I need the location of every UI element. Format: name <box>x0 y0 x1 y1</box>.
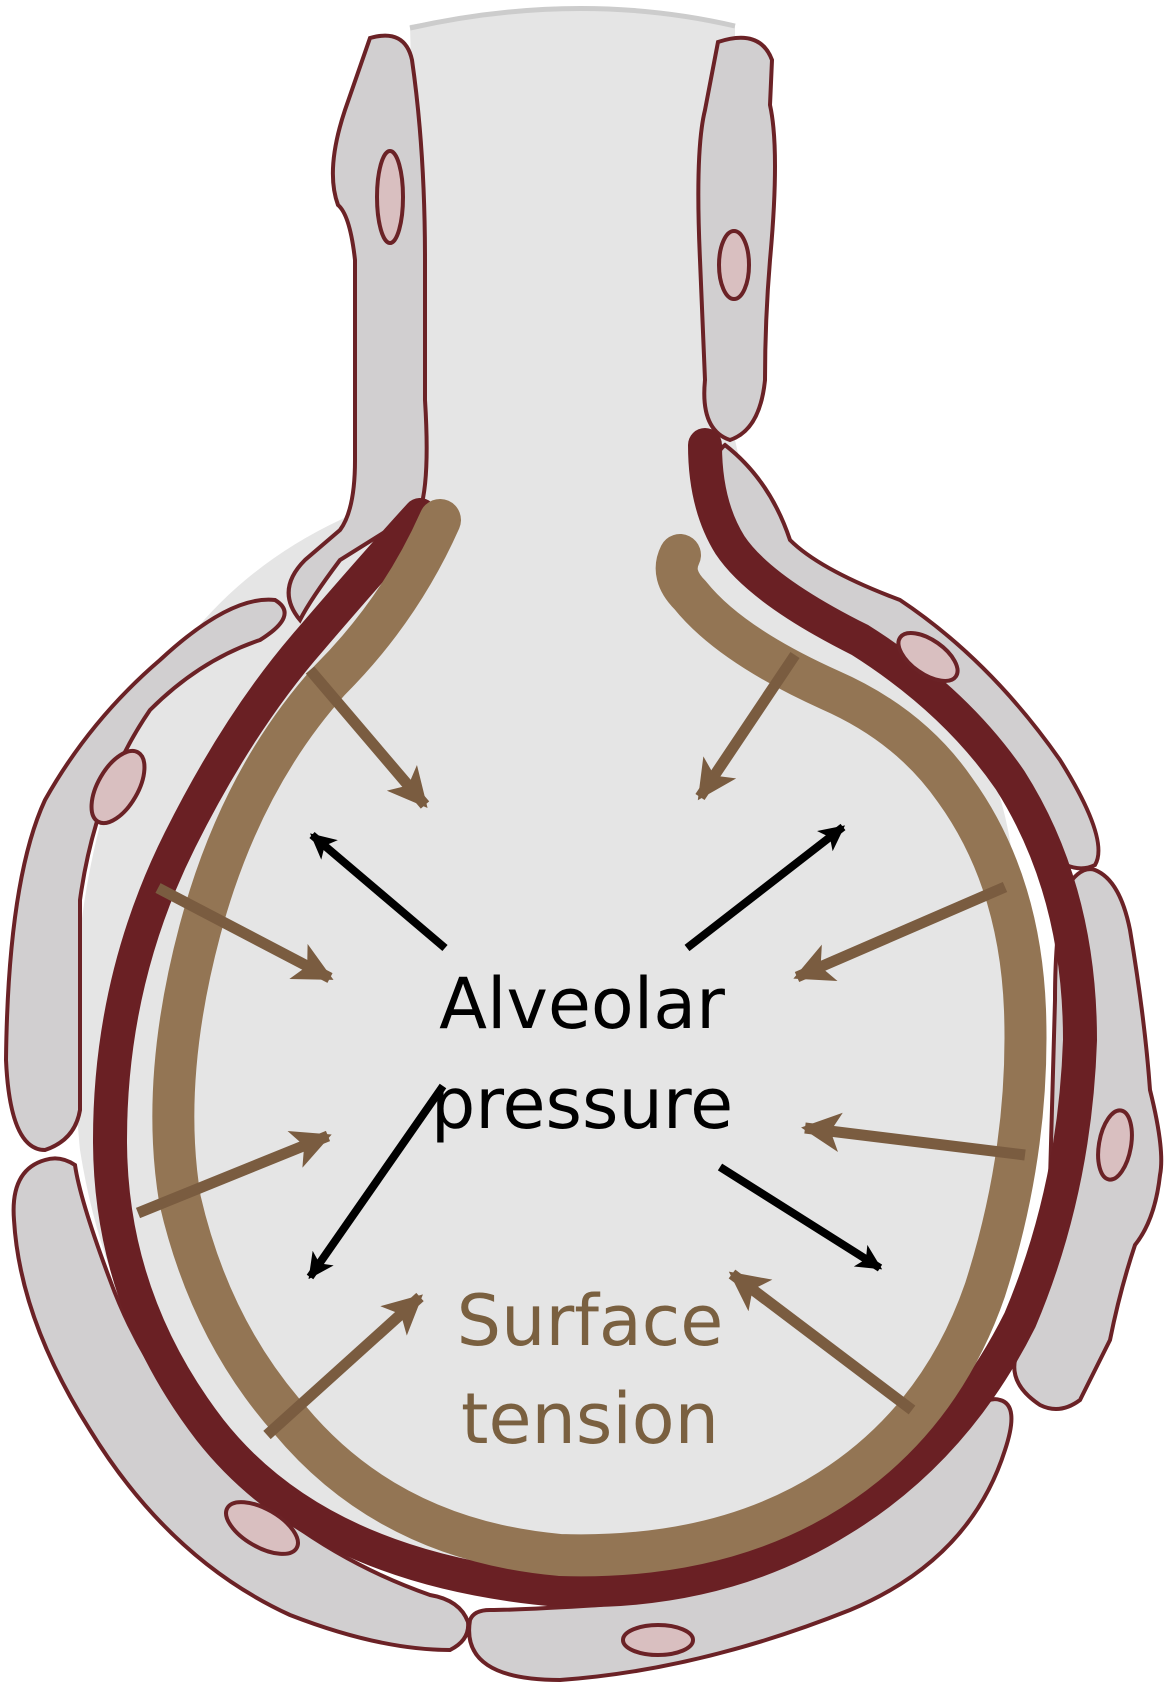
tension-arrow-icon <box>801 1112 1026 1161</box>
tension-arrow-icon <box>793 881 1008 983</box>
nucleus-right-upper <box>896 631 960 683</box>
tension-arrow-icon <box>263 1292 424 1440</box>
cell-nuclei <box>89 149 1134 1657</box>
tension-arrow-icon <box>135 1130 332 1219</box>
pressure-label-line-2: pressure <box>431 1063 733 1145</box>
nucleus-right-lower <box>1096 1108 1134 1182</box>
surfactant-layer <box>152 499 1047 1577</box>
tension-label-line-2: tension <box>461 1378 719 1460</box>
pressure-arrow-icon <box>717 1163 883 1272</box>
nucleus-left-lower <box>224 1500 300 1556</box>
nucleus-duct-right <box>717 229 751 301</box>
alveolar-pressure-arrows <box>306 823 883 1280</box>
pressure-arrow-icon <box>306 1083 447 1280</box>
surface-tension-arrows <box>135 651 1026 1440</box>
alveolar-lumen <box>74 10 1021 1578</box>
tension-arrow-icon <box>155 883 334 983</box>
nucleus-left-upper <box>89 748 147 826</box>
nucleus-bottom <box>621 1623 695 1657</box>
alveolar-wall <box>92 428 1098 1608</box>
tension-arrow-icon <box>695 651 800 801</box>
pressure-label-line-1: Alveolar <box>439 963 725 1045</box>
tension-arrow-icon <box>305 666 430 809</box>
tension-arrow-icon <box>728 1269 916 1415</box>
tension-label-line-1: Surface <box>457 1280 724 1362</box>
nucleus-duct-left <box>375 149 405 245</box>
pressure-arrow-icon <box>684 823 846 952</box>
duct-top-rim <box>409 5 736 31</box>
pressure-arrow-icon <box>309 831 448 952</box>
